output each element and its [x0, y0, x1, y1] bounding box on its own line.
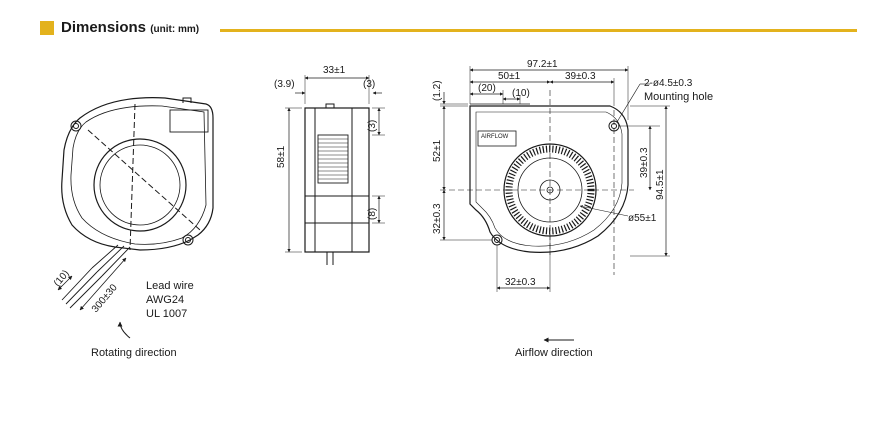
mount-hole-left — [70, 120, 82, 132]
dim-front-94: 94.5±1 — [655, 169, 666, 200]
dim-front-52: 52±1 — [432, 139, 443, 162]
dim-front-hole-right: 39±0.3 — [565, 71, 596, 82]
airflow-plate-label: AIRFLOW — [481, 134, 509, 140]
front-housing — [469, 105, 629, 253]
dim-front-20: (20) — [478, 83, 496, 94]
front-view — [440, 66, 670, 343]
mounting-hole-label: Mounting hole — [644, 91, 713, 103]
label-plate — [169, 109, 209, 133]
airflow-direction-caption: Airflow direction — [515, 347, 593, 359]
lead-wire-line1: Lead wire — [146, 280, 194, 292]
side-body — [304, 107, 370, 253]
dim-front-1-2: (1.2) — [432, 80, 443, 101]
airflow-label-plate — [477, 130, 517, 147]
dim-wire-length: 300±30 — [90, 282, 120, 315]
rotation-arrow-icon — [117, 321, 131, 339]
dim-side-right-upper: (3) — [367, 120, 378, 132]
dim-side-height: 58±1 — [276, 145, 287, 168]
dim-side-top: 33±1 — [323, 65, 346, 76]
side-view — [285, 75, 385, 265]
dim-side-right-lower: (8) — [367, 208, 378, 220]
section-title: Dimensions (unit: mm) — [61, 19, 199, 36]
dim-front-hole-x: 50±1 — [498, 71, 521, 82]
header-rule — [220, 29, 857, 32]
mounting-hole-spec: 2-ø4.5±0.3 — [644, 78, 693, 89]
dim-front-32-h: 32±0.3 — [505, 277, 536, 288]
rotating-direction-caption: Rotating direction — [91, 347, 177, 359]
dim-wire-spacing: (10) — [52, 268, 72, 289]
impeller-circle — [93, 138, 187, 232]
mount-hole-right — [182, 234, 194, 246]
dim-front-39-v: 39±0.3 — [639, 147, 650, 178]
dim-front-55: ø55±1 — [628, 213, 657, 224]
lead-wire-line3: UL 1007 — [146, 308, 187, 320]
dim-front-width: 97.2±1 — [527, 59, 558, 70]
dim-front-32-v: 32±0.3 — [432, 203, 443, 234]
section-header: Dimensions (unit: mm) — [40, 18, 857, 44]
header-square-icon — [40, 21, 54, 35]
dim-side-top-left: (3.9) — [274, 79, 295, 90]
dim-side-top-right: (3) — [363, 79, 375, 90]
lead-wire-line2: AWG24 — [146, 294, 184, 306]
blower-housing — [61, 97, 214, 251]
dim-front-10: (10) — [512, 88, 530, 99]
title-text: Dimensions — [61, 19, 147, 36]
unit-label: (unit: mm) — [150, 24, 200, 35]
rotating-view — [57, 97, 214, 339]
